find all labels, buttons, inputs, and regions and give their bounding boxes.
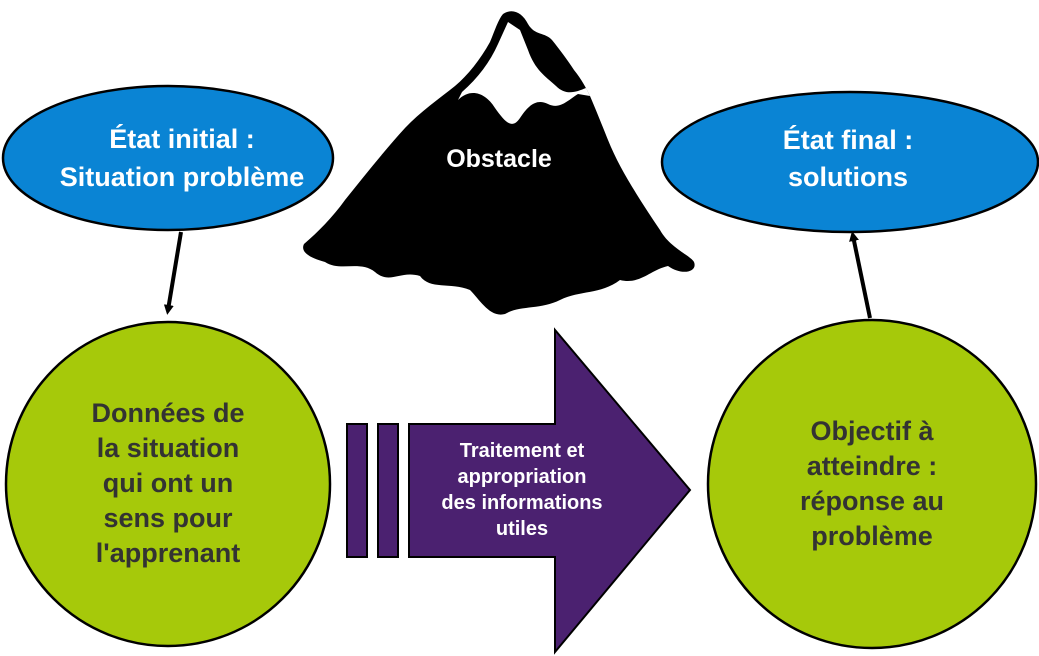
goal-line-2: atteindre : <box>807 451 938 481</box>
goal-line-1: Objectif à <box>810 416 934 446</box>
obstacle-label: Obstacle <box>446 145 552 173</box>
process-arrow-text: Traitement et appropriation des informat… <box>441 440 602 540</box>
data-line-3: qui ont un <box>103 468 233 498</box>
goal-line-4: problème <box>811 521 933 551</box>
goal-circle <box>706 318 1038 650</box>
data-line-5: l'apprenant <box>96 538 240 568</box>
arrow-stripe-1 <box>346 423 368 558</box>
arrow-initial-to-data <box>163 231 183 315</box>
final-state-subtitle: solutions <box>788 162 908 192</box>
process-line-1: Traitement et <box>460 440 585 462</box>
data-circle <box>4 320 332 648</box>
data-line-1: Données de <box>91 398 244 428</box>
goal-circle-text: Objectif à atteindre : réponse au problè… <box>800 416 944 551</box>
process-line-2: appropriation <box>458 466 587 488</box>
arrow-goal-to-final <box>849 231 872 319</box>
initial-state-title: État initial : <box>109 123 255 154</box>
arrow-body <box>408 327 692 655</box>
arrow-stripe-2 <box>377 423 399 558</box>
process-line-4: utiles <box>496 518 548 540</box>
final-state-title: État final : <box>783 124 914 155</box>
data-line-2: la situation <box>97 433 240 463</box>
mountain-icon <box>303 11 695 315</box>
data-circle-text: Données de la situation qui ont un sens … <box>91 398 244 568</box>
goal-line-3: réponse au <box>800 486 944 516</box>
initial-state-subtitle: Situation problème <box>60 162 305 192</box>
initial-state-ellipse <box>1 84 335 232</box>
final-state-ellipse <box>660 90 1039 234</box>
data-line-4: sens pour <box>103 503 233 533</box>
process-arrow <box>346 327 692 655</box>
process-line-3: des informations <box>441 492 602 514</box>
